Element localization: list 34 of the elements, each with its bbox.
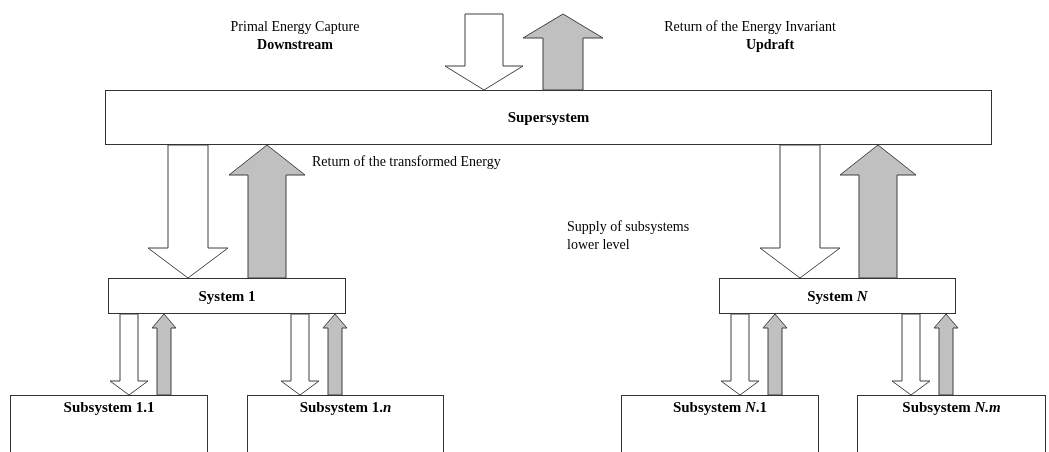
box-title: System 1 <box>198 286 256 306</box>
block-arrow <box>891 313 931 396</box>
block-arrow <box>762 313 788 396</box>
block-arrow <box>109 313 149 396</box>
arrow-caption: Updraft <box>744 36 796 54</box>
box-title: Subsystem N.m <box>902 398 1001 417</box>
arrow-caption: Return of the transformed Energy <box>312 153 502 171</box>
block-arrow <box>322 313 348 396</box>
block-arrow <box>151 313 177 396</box>
block-arrow <box>522 13 604 91</box>
block-arrow <box>228 144 306 279</box>
block-arrow <box>933 313 959 396</box>
box-title: Supersystem <box>507 108 590 127</box>
system-box <box>108 278 346 314</box>
system-box <box>247 395 444 452</box>
block-arrow <box>720 313 760 396</box>
block-arrow <box>759 144 841 279</box>
box-title: Subsystem 1.n <box>299 398 392 417</box>
arrow-caption: Downstream <box>256 36 334 54</box>
box-title: System N <box>807 286 868 306</box>
system-box <box>857 395 1046 452</box>
system-box <box>10 395 208 452</box>
block-arrow <box>280 313 320 396</box>
system-box <box>621 395 819 452</box>
block-arrow <box>839 144 917 279</box>
arrow-caption: Supply of subsystems lower level <box>567 218 691 254</box>
box-title: Subsystem N.1 <box>672 398 768 417</box>
system-box <box>719 278 956 314</box>
block-arrow <box>444 13 524 91</box>
system-box <box>105 90 992 145</box>
arrow-caption: Return of the Energy Invariant <box>663 18 837 36</box>
box-title: Subsystem 1.1 <box>63 398 155 417</box>
arrow-caption: Primal Energy Capture <box>229 18 361 36</box>
block-arrow <box>147 144 229 279</box>
